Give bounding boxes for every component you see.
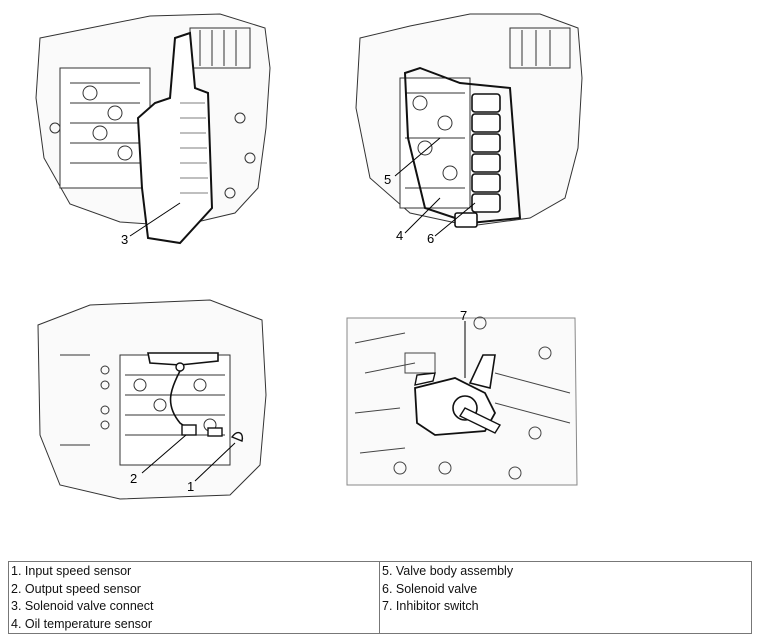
- legend-item-5: 5. Valve body assembly: [382, 564, 514, 578]
- diagram-top-right: [350, 8, 590, 243]
- legend-table: 1. Input speed sensor 2. Output speed se…: [8, 561, 752, 634]
- diagram-bottom-left: [30, 295, 275, 505]
- legend-item-7: 7. Inhibitor switch: [382, 599, 479, 613]
- diagram-top-left: [30, 8, 280, 248]
- legend-item-6: 6. Solenoid valve: [382, 581, 478, 596]
- legend-column-right: 5. Valve body assembly 6. Solenoid valve…: [380, 562, 751, 633]
- callout-2: 2: [130, 471, 138, 486]
- legend-column-left: 1. Input speed sensor 2. Output speed se…: [9, 562, 380, 633]
- callout-7: 7: [460, 308, 468, 323]
- valve-body-solenoid-illustration: [355, 13, 583, 237]
- inhibitor-switch-illustration: [346, 316, 578, 486]
- transmission-connector-illustration: [35, 13, 271, 245]
- legend-item-2: 2. Output speed sensor: [11, 581, 141, 596]
- speed-sensor-illustration: [37, 299, 267, 500]
- callout-4: 4: [396, 228, 404, 243]
- legend-item-3: 3. Solenoid valve connect: [11, 599, 154, 613]
- callout-1: 1: [187, 479, 195, 494]
- legend-item-4: 4. Oil temperature sensor: [11, 616, 153, 631]
- diagram-bottom-right: [345, 313, 580, 488]
- legend-item-1: 1. Input speed sensor: [11, 564, 132, 578]
- callout-6: 6: [427, 231, 435, 246]
- callout-3: 3: [121, 232, 129, 247]
- callout-5: 5: [384, 172, 392, 187]
